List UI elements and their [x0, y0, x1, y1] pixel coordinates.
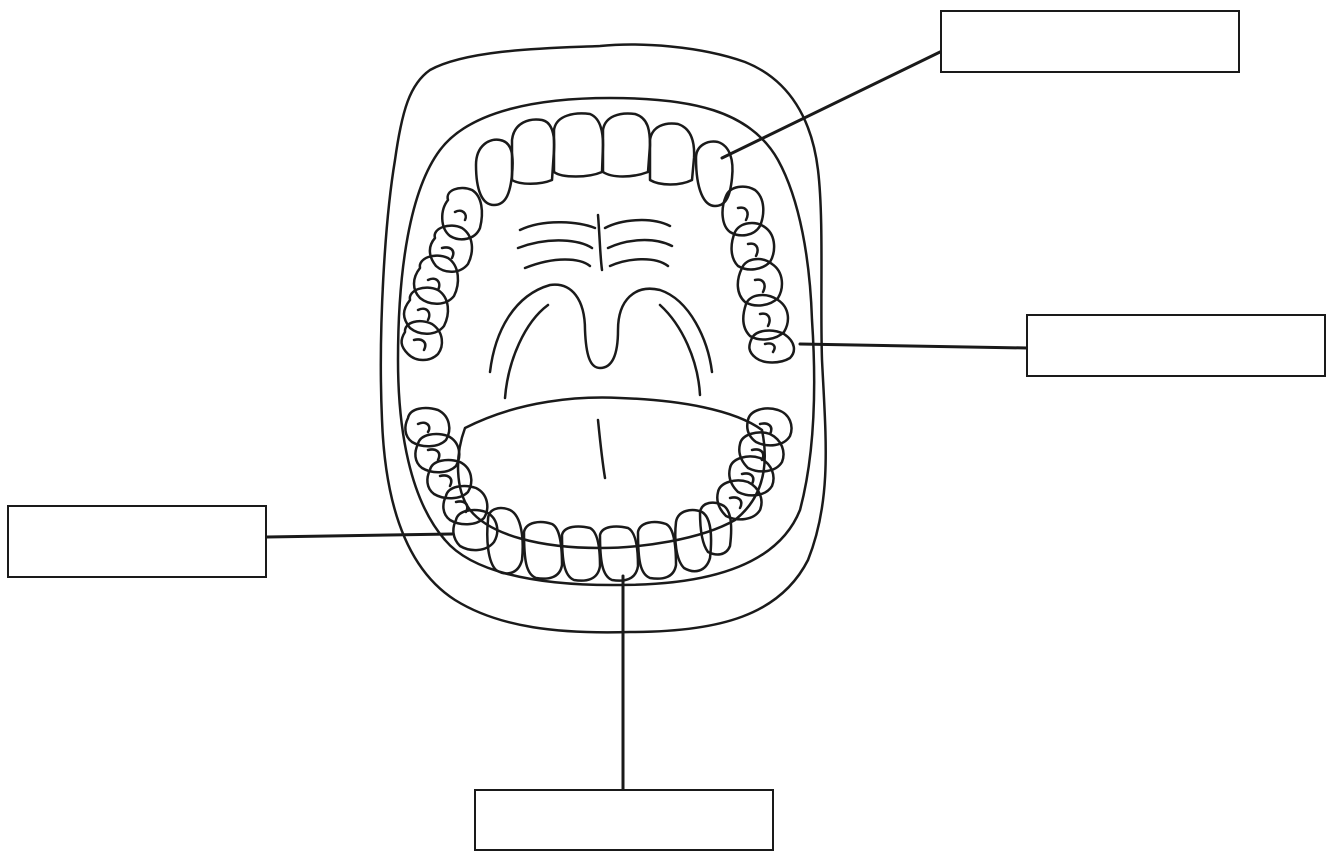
label-box-upper-canine[interactable]	[940, 10, 1240, 73]
leader-line-lower-premolar	[267, 534, 452, 537]
tongue	[458, 398, 765, 548]
upper-front-teeth	[476, 113, 732, 206]
label-box-upper-molar[interactable]	[1026, 314, 1326, 377]
leader-line-upper-molar	[800, 344, 1027, 348]
leader-line-upper-canine	[722, 52, 940, 158]
upper-right-molars	[723, 187, 794, 363]
lower-front-teeth	[487, 503, 731, 581]
palate-ridges	[518, 215, 672, 270]
label-box-lower-premolar[interactable]	[7, 505, 267, 578]
label-box-lower-incisor[interactable]	[474, 789, 774, 851]
lower-left-molars	[405, 408, 497, 550]
uvula-and-arches	[490, 285, 712, 398]
